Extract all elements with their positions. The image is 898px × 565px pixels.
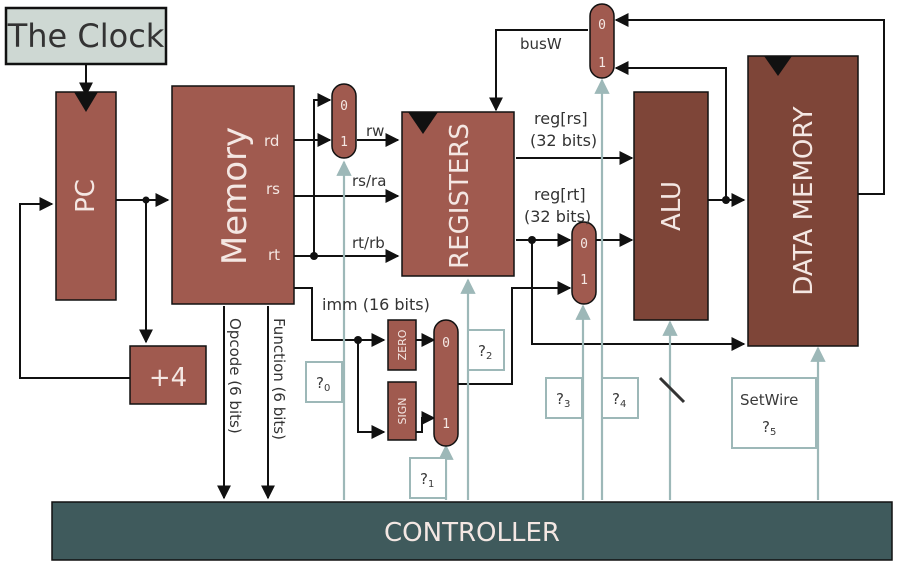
svg-text:?3: ?3 (556, 390, 570, 410)
zero-block: ZERO (387, 319, 417, 371)
svg-text:?5: ?5 (762, 418, 776, 438)
clock-edge-icon (74, 92, 98, 112)
svg-text:SIGN: SIGN (396, 398, 409, 425)
data-wires (19, 13, 885, 500)
svg-text:0: 0 (340, 99, 348, 114)
mux-alu-b: 0 1 (571, 221, 597, 305)
svg-text:ZERO: ZERO (396, 329, 409, 360)
svg-text:?2: ?2 (478, 342, 492, 362)
clock-box: The Clock (4, 6, 168, 66)
sign-block: SIGN (387, 381, 417, 441)
control-3: ?3 (545, 377, 583, 419)
memory-label: Memory (215, 127, 255, 265)
control-0: ?0 (305, 361, 343, 403)
signal-rs-ra: rs/ra (352, 172, 386, 190)
svg-text:?0: ?0 (316, 374, 330, 394)
mux-imm: 0 1 (433, 319, 459, 447)
port-rs: rs (266, 180, 280, 198)
setwire-label: SetWire (740, 391, 798, 409)
control-2: ?2 (467, 329, 505, 371)
signal-opcode: Opcode (6 bits) (226, 318, 244, 434)
signal-imm: imm (16 bits) (322, 295, 430, 314)
plus4-label: +4 (149, 363, 187, 393)
memory-block: Memory rd rs rt (171, 85, 295, 305)
control-wires (336, 78, 826, 500)
signal-rt-rb: rt/rb (352, 234, 385, 252)
signal-function: Function (6 bits) (270, 318, 288, 440)
signal-reg-rt-bits: (32 bits) (524, 207, 591, 226)
signal-reg-rs: reg[rs] (534, 109, 588, 128)
junction-dots (142, 196, 730, 344)
pc-label: PC (71, 179, 101, 213)
clock-edge-icon (408, 112, 438, 134)
registers-label: REGISTERS (445, 123, 475, 269)
svg-text:?4: ?4 (612, 390, 626, 410)
control-1: ?1 (409, 457, 447, 499)
registers-block: REGISTERS (401, 111, 515, 277)
signal-reg-rt: reg[rt] (534, 185, 586, 204)
signal-reg-rs-bits: (32 bits) (530, 131, 597, 150)
mux-rw: 0 1 (331, 83, 357, 159)
svg-text:1: 1 (442, 417, 450, 432)
svg-text:0: 0 (442, 336, 450, 351)
clock-label: The Clock (7, 17, 165, 55)
plus4-block: +4 (129, 345, 207, 405)
signal-rw: rw (366, 122, 384, 140)
controller-block: CONTROLLER (51, 501, 893, 561)
signal-busw: busW (520, 35, 562, 53)
svg-text:0: 0 (598, 18, 606, 33)
control-4: ?4 (601, 377, 639, 419)
signal-labels: rw rs/ra rt/rb imm (16 bits) busW reg[rs… (226, 35, 597, 440)
port-rd: rd (264, 132, 279, 150)
control-5: SetWire ?5 (731, 377, 817, 449)
clock-edge-icon (764, 56, 792, 76)
mux-busw: 0 1 (589, 3, 615, 79)
svg-text:1: 1 (598, 56, 606, 71)
svg-text:?1: ?1 (420, 470, 434, 490)
svg-text:1: 1 (340, 135, 348, 150)
pc-block: PC (55, 91, 117, 301)
svg-text:1: 1 (580, 273, 588, 288)
alu-label: ALU (657, 181, 687, 231)
controller-label: CONTROLLER (384, 518, 560, 548)
alu-block: ALU (633, 91, 709, 321)
data-memory-block: DATA MEMORY (747, 55, 859, 347)
svg-text:0: 0 (580, 237, 588, 252)
port-rt: rt (268, 246, 280, 264)
data-memory-label: DATA MEMORY (789, 106, 819, 295)
